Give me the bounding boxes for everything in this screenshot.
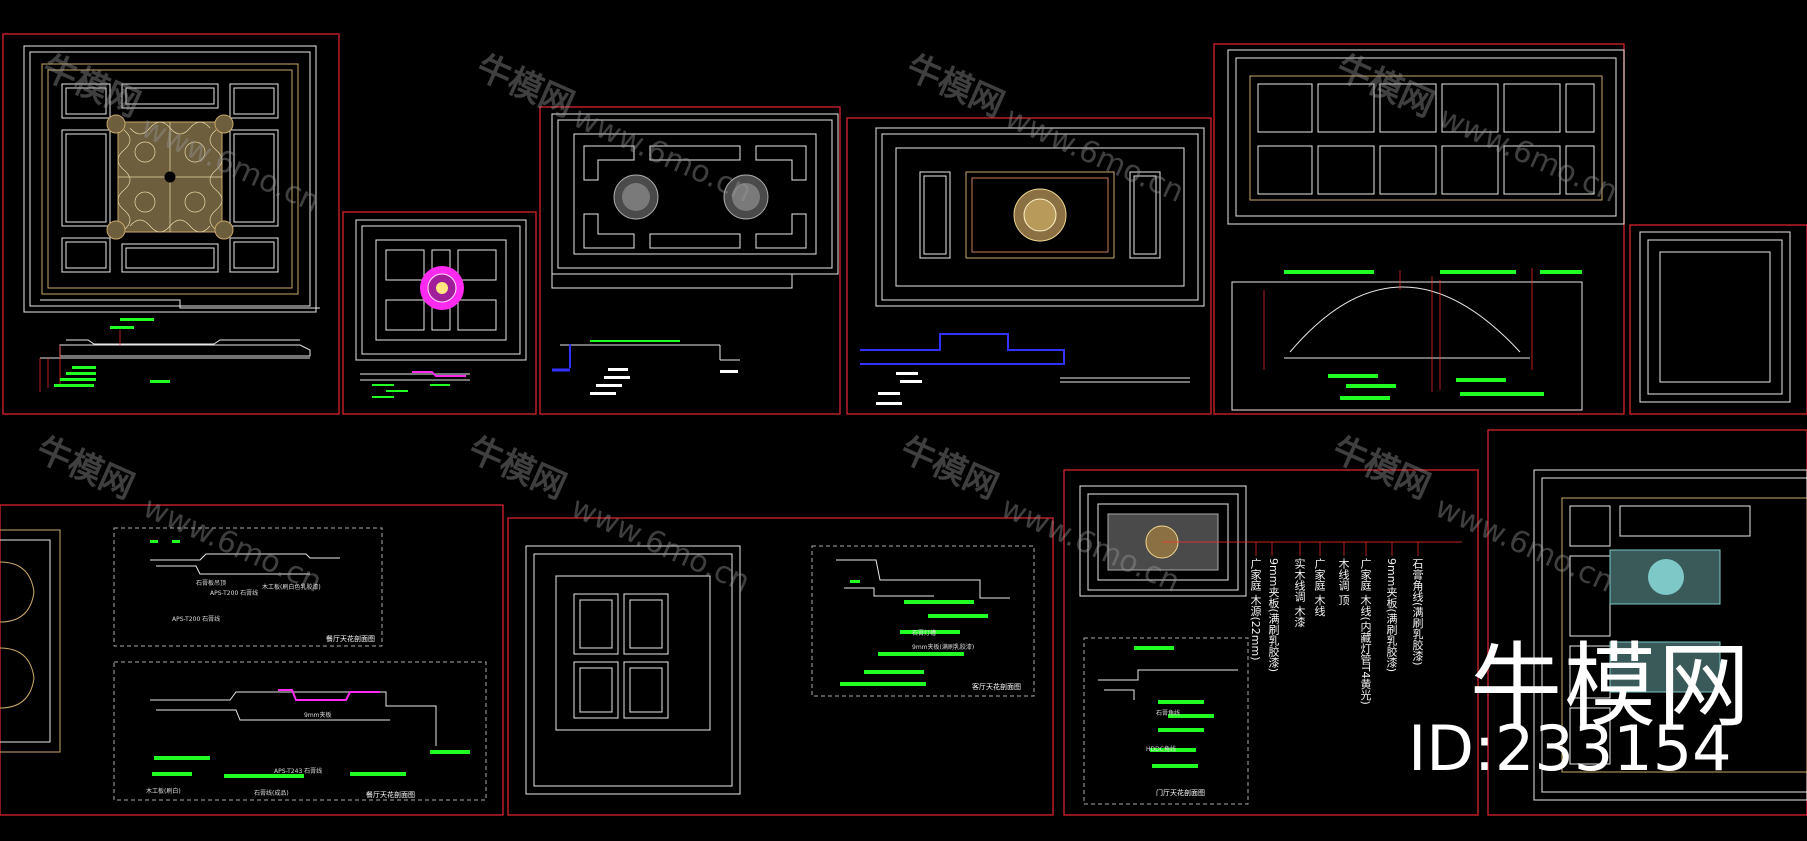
section-caption: 餐厅天花剖面图 [326, 635, 375, 643]
section-box-b [811, 545, 1035, 697]
plan-ceiling-4 [875, 127, 1205, 307]
plan-ceiling-10 [1533, 469, 1807, 801]
leader-label: 木工板(刷白色乳胶漆) [262, 584, 321, 591]
plan-ceiling-1 [23, 45, 320, 359]
plan-left-partial [0, 529, 61, 753]
plan-foyer [1079, 485, 1247, 597]
leader-label: 石膏板吊顶 [196, 580, 227, 587]
leader-label: 石膏线(成品) [254, 790, 289, 797]
rosettes-grey [613, 174, 769, 220]
annotation-item: 广家庭 木源(22mm) [1249, 558, 1262, 661]
leader-label: APS-T200 石膏线 [172, 616, 221, 623]
leader-label: 9mm夹板 [304, 712, 332, 719]
plan-ceiling-6 [1639, 231, 1791, 403]
section-3-tags [590, 340, 680, 342]
section-3 [552, 344, 740, 372]
section-box-a [113, 527, 487, 801]
section-caption: 餐厅天花剖面图 [366, 791, 415, 799]
leader-label: APS-T243 石膏线 [274, 768, 323, 775]
section-caption: 客厅天花剖面图 [972, 683, 1021, 691]
section-c-tags [1134, 646, 1214, 768]
sheet-frames [0, 33, 1807, 816]
model-id: ID:233154 [1408, 712, 1732, 785]
foyer-leaders [1162, 541, 1462, 556]
brand-watermark-large: 牛模网 [1470, 633, 1753, 740]
plan-door-panel [525, 545, 741, 795]
section-caption: 门厅天花剖面图 [1156, 789, 1205, 797]
annotation-item: 广家庭 木线(内藏灯管T4黄光) [1359, 558, 1372, 705]
annotation-item: 石膏角线(满刷乳胶漆) [1411, 558, 1424, 666]
leader-label: HDDC角线 [1146, 746, 1176, 753]
plan-ceiling-3 [551, 113, 839, 289]
leader-label: APS-T200 石膏线 [210, 590, 259, 597]
section-4 [860, 333, 1065, 365]
leader-label: 石膏角线 [1156, 710, 1181, 717]
plan-ceiling-5 [1227, 49, 1625, 411]
section-b-tags [840, 580, 988, 686]
section-a-tags [150, 540, 470, 778]
annotation-item: 木线调 顶 [1337, 558, 1350, 606]
annotation-item: 9mm夹板(满刷乳胶漆) [1267, 558, 1280, 673]
plan-5-dims [1263, 268, 1533, 392]
section-box-c [1083, 637, 1249, 805]
plan-5-tags [1284, 270, 1582, 400]
leader-label: 木工板(刷白) [146, 788, 181, 795]
leader-label: 石膏灯槽 [912, 630, 937, 637]
annotation-item: 实木线调 木漆 [1293, 558, 1306, 628]
plan-ceiling-2-tags [372, 384, 450, 398]
annotation-item: 9mm夹板(满刷乳胶漆) [1385, 558, 1398, 673]
annotation-item: 广家庭 木线 [1313, 558, 1326, 617]
leader-label: 9mm夹板(满刷乳胶漆) [912, 644, 975, 651]
plan-ceiling-1-tags [54, 318, 170, 387]
